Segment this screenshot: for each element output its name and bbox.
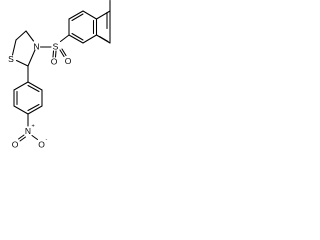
bond-sulfonyl-naphthyl <box>59 34 70 43</box>
bond-ph-inner-3 <box>27 84 40 93</box>
bond-naph-inner-3 <box>71 32 84 41</box>
atom-sulfonyl-oxygen-left: O <box>51 57 58 67</box>
bond-nitro-oxygen-right <box>31 134 39 141</box>
naphthalene-ring-system <box>68 0 111 44</box>
bond-naph-inner-1 <box>71 13 84 22</box>
bond-ch2-ch2-top <box>15 30 27 41</box>
bond-naph-c4a-c8a <box>82 34 98 44</box>
bond-ch2-sulfur <box>11 39 17 56</box>
atom-sulfonyl-oxygen-right: O <box>65 56 72 66</box>
bond-sulfur-c2 <box>15 59 29 67</box>
bond-ph-c6-c1 <box>27 81 43 91</box>
bond-naph-c3-c4 <box>82 10 98 20</box>
nitrophenyl-ring <box>13 65 43 115</box>
atom-nitro-oxygen-left: O <box>12 140 19 150</box>
atom-sulfur-ring: S <box>8 54 14 64</box>
bond-sulfonyl-oxygen-left <box>52 50 55 58</box>
sulfonyl-group <box>39 34 70 58</box>
bond-sulfonyl-oxygen-right-2 <box>61 48 67 57</box>
bond-c2-nitrogen <box>27 49 36 67</box>
bond-ph-inner-2 <box>27 103 40 112</box>
bond-ch2-nitrogen <box>25 30 35 42</box>
bond-naph-c4a-c5 <box>95 10 111 20</box>
bond-sulfonyl-oxygen-right <box>59 49 65 58</box>
charge-nitro-oxygen-right: - <box>46 137 48 143</box>
molecule-structure-diagram: S N S O O N + O O - <box>8 0 111 150</box>
bond-nitro-oxygen-left <box>17 134 25 140</box>
atom-nitro-oxygen-right: O <box>38 140 45 150</box>
nitro-group <box>17 113 39 142</box>
bond-ph-c4-c5 <box>27 105 43 115</box>
bond-naph-c8a-c1 <box>68 34 84 44</box>
bond-naph-inner-4 <box>98 35 109 43</box>
atom-nitrogen-ring: N <box>33 42 39 52</box>
atom-nitro-nitrogen: N <box>25 126 31 136</box>
thiazolidine-ring <box>11 30 36 67</box>
bond-sulfonyl-oxygen-left-2 <box>54 50 57 58</box>
bond-ph-c1-c2 <box>13 81 29 91</box>
bond-ph-c3-c4 <box>13 105 29 115</box>
charge-nitro-nitrogen: + <box>32 124 35 130</box>
atom-sulfonyl-sulfur: S <box>53 42 59 52</box>
bond-naph-c2-c3 <box>68 10 84 20</box>
bond-nitro-oxygen-left-2 <box>19 136 27 142</box>
